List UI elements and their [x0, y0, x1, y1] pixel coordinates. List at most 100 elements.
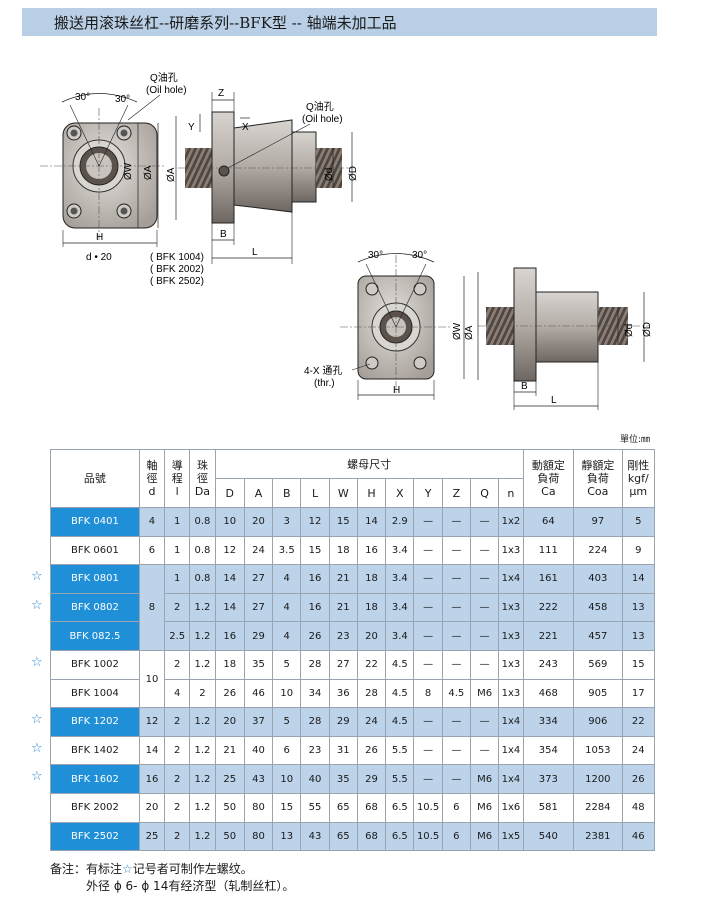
dim-d-small-1: Ød	[324, 168, 335, 181]
cell-nut-w: 35	[328, 764, 358, 794]
cell-model: BFK 1202	[50, 707, 140, 737]
cell-nut-l: 12	[300, 507, 330, 537]
col-nut-x: X	[385, 478, 415, 508]
cell-lead: 2.5	[164, 621, 191, 651]
cell-nut-d: 14	[214, 564, 245, 594]
cell-nut-d: 12	[214, 535, 245, 566]
cell-nut-d: 16	[214, 621, 245, 651]
cell-static-load: 1053	[573, 735, 623, 766]
cell-static-load: 403	[573, 564, 623, 594]
cell-nut-w: 23	[328, 621, 358, 651]
dim-d-small-2: Ød	[624, 324, 635, 337]
cell-ball: 1.2	[189, 649, 216, 680]
cell-nut-d: 26	[214, 678, 245, 709]
cell-nut-y: —	[413, 735, 443, 766]
cell-nut-q: —	[469, 535, 500, 566]
cell-nut-n: 1x6	[498, 792, 524, 823]
cell-nut-n: 1x3	[498, 649, 524, 680]
col-nut-y: Y	[413, 478, 443, 508]
model-note-1: ( BFK 1004)	[150, 252, 204, 263]
cell-nut-w: 65	[328, 792, 358, 823]
cell-nut-q: —	[469, 564, 500, 594]
cell-dynamic-load: 161	[522, 564, 575, 594]
cell-nut-a: 80	[243, 792, 274, 823]
cell-nut-z: 6	[441, 792, 471, 823]
cell-ball: 2	[189, 678, 216, 709]
cell-nut-a: 29	[243, 621, 274, 651]
angle-label-2a: 30°	[368, 250, 383, 261]
cell-nut-z: —	[441, 592, 471, 623]
cell-rigidity: 13	[621, 621, 656, 651]
cell-rigidity: 26	[621, 764, 656, 794]
cell-nut-b: 4	[272, 564, 302, 594]
cell-ball: 1.2	[189, 792, 216, 823]
cell-nut-y: —	[413, 592, 443, 623]
cell-nut-y: —	[413, 535, 443, 566]
cell-nut-n: 1x4	[498, 735, 524, 766]
cell-model: BFK 082.5	[50, 621, 140, 651]
cell-lead: 2	[164, 707, 191, 737]
col-nut-b: B	[272, 478, 302, 508]
cell-nut-b: 4	[272, 621, 302, 651]
cell-nut-a: 20	[243, 507, 274, 537]
cell-dynamic-load: 373	[522, 764, 575, 794]
oil-hole-en-2: (Oil hole)	[302, 114, 343, 125]
cell-nut-b: 4	[272, 592, 302, 623]
cell-nut-h: 28	[356, 678, 387, 709]
cell-nut-l: 34	[300, 678, 330, 709]
cell-nut-a: 27	[243, 564, 274, 594]
cell-dynamic-load: 222	[522, 592, 575, 623]
cell-dynamic-load: 243	[522, 649, 575, 680]
cell-nut-b: 5	[272, 707, 302, 737]
cell-nut-y: —	[413, 764, 443, 794]
cell-nut-a: 46	[243, 678, 274, 709]
cell-model: BFK 1004	[50, 678, 140, 709]
cell-lead: 2	[164, 821, 191, 852]
cell-shaft: 10	[138, 649, 166, 709]
note-prefix: 备注：有标注	[50, 862, 123, 876]
cell-nut-x: 5.5	[385, 735, 415, 766]
dim-d-large-2: ØD	[642, 322, 653, 337]
cell-nut-l: 15	[300, 535, 330, 566]
cell-nut-d: 20	[214, 707, 245, 737]
cell-nut-q: M6	[469, 792, 500, 823]
cell-shaft: 8	[138, 564, 166, 651]
cell-dynamic-load: 581	[522, 792, 575, 823]
cell-nut-h: 24	[356, 707, 387, 737]
cell-nut-q: —	[469, 735, 500, 766]
cell-nut-d: 50	[214, 821, 245, 852]
cell-model: BFK 0801	[50, 564, 140, 594]
cell-nut-z: —	[441, 764, 471, 794]
cell-nut-n: 1x3	[498, 678, 524, 709]
cell-nut-x: 3.4	[385, 621, 415, 651]
cell-nut-z: —	[441, 535, 471, 566]
cell-static-load: 2284	[573, 792, 623, 823]
cell-nut-a: 37	[243, 707, 274, 737]
cell-nut-h: 18	[356, 564, 387, 594]
cell-nut-h: 20	[356, 621, 387, 651]
cell-nut-d: 10	[214, 507, 245, 537]
cell-nut-b: 13	[272, 821, 302, 852]
col-nut-d: D	[214, 478, 245, 508]
front-view-2	[340, 253, 465, 400]
cell-nut-x: 3.4	[385, 535, 415, 566]
col-nut-n: n	[498, 478, 524, 508]
cell-rigidity: 9	[621, 535, 656, 566]
cell-lead: 1	[164, 507, 191, 537]
side-view-1	[175, 92, 353, 264]
cell-ball: 1.2	[189, 821, 216, 852]
cell-nut-h: 26	[356, 735, 387, 766]
cell-static-load: 224	[573, 535, 623, 566]
cell-nut-x: 3.4	[385, 564, 415, 594]
cell-nut-a: 80	[243, 821, 274, 852]
dim-a-2: ØA	[166, 167, 177, 182]
dim-h-1: H	[96, 232, 103, 243]
cell-nut-l: 16	[300, 564, 330, 594]
cell-nut-q: —	[469, 649, 500, 680]
